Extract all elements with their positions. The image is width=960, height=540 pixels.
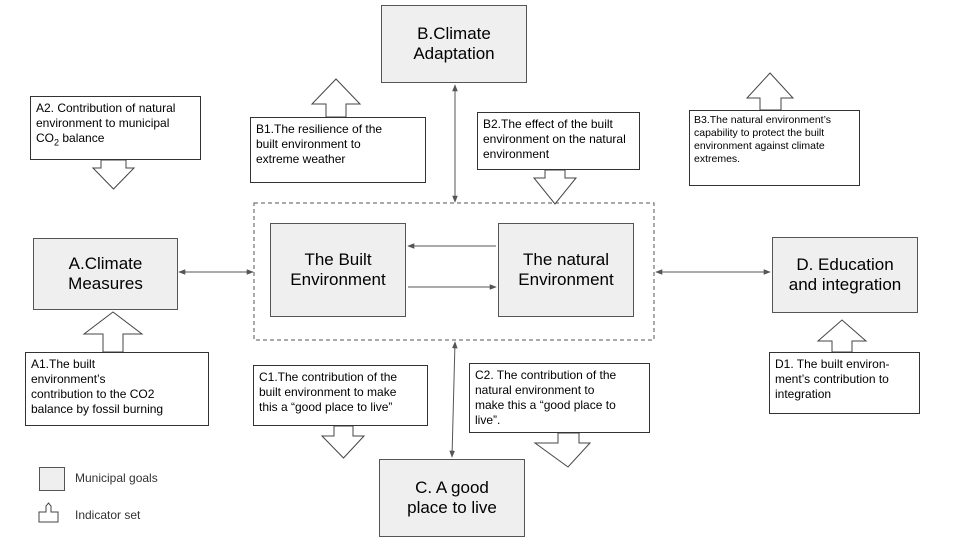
indicator-b3-text: B3.The natural environment’s capability …: [694, 114, 831, 165]
goal-b-climate-adaptation: B.Climate Adaptation: [381, 5, 527, 83]
goal-c-good-place-to-live: C. A good place to live: [379, 459, 525, 537]
indicator-c2: C2. The contribution of the natural envi…: [469, 363, 650, 433]
indicator-b1-text: B1.The resilience of the built environme…: [256, 122, 383, 166]
connector-group-to-c: [449, 341, 458, 458]
block-arrow-a1-up: [82, 311, 144, 353]
block-arrow-b1-up: [310, 78, 362, 118]
indicator-b1: B1.The resilience of the built environme…: [250, 117, 426, 183]
block-arrow-d1-up: [816, 319, 868, 353]
indicator-c2-text: C2. The contribution of the natural envi…: [475, 368, 617, 427]
legend-goals-label: Municipal goals: [75, 471, 158, 485]
goal-a-label: A.Climate Measures: [68, 254, 143, 293]
indicator-a2-text: A2. Contribution of natural environment …: [36, 101, 176, 148]
natural-environment-box: The natural Environment: [498, 223, 634, 317]
indicator-d1: D1. The built environ- ment’s contributi…: [769, 352, 920, 414]
indicator-a2: A2. Contribution of natural environment …: [30, 96, 201, 160]
legend-indicators-label: Indicator set: [75, 508, 141, 522]
built-environment-box: The Built Environment: [270, 223, 406, 317]
subscript-2: 2: [54, 137, 60, 148]
goal-d-label: D. Education and integration: [788, 255, 902, 294]
indicator-a1-text: A1.The built environment’s contribution …: [31, 357, 164, 416]
natural-environment-label: The natural Environment: [518, 250, 614, 289]
block-arrow-b2-down: [532, 169, 578, 205]
indicator-c1-text: C1.The contribution of the built environ…: [259, 370, 398, 414]
goal-a-climate-measures: A.Climate Measures: [33, 238, 178, 310]
built-environment-label: The Built Environment: [290, 250, 386, 289]
indicator-b2-text: B2.The effect of the built environment o…: [483, 117, 626, 161]
goal-c-label: C. A good place to live: [407, 478, 497, 517]
goal-d-education-integration: D. Education and integration: [772, 237, 918, 313]
block-arrow-a2-down: [91, 159, 136, 190]
indicator-b3: B3.The natural environment’s capability …: [689, 110, 860, 186]
goal-b-label: B.Climate Adaptation: [413, 24, 495, 63]
indicator-a1: A1.The built environment’s contribution …: [25, 352, 209, 426]
environment-group-dashed: [253, 202, 655, 341]
block-arrow-b3-up: [745, 72, 795, 111]
block-arrow-c1-down: [320, 425, 366, 459]
indicator-c1: C1.The contribution of the built environ…: [253, 365, 428, 426]
indicator-b2: B2.The effect of the built environment o…: [477, 112, 640, 170]
legend-indicator-icon: [38, 502, 59, 523]
legend-goal-swatch: [39, 467, 65, 491]
indicator-d1-text: D1. The built environ- ment’s contributi…: [775, 357, 890, 401]
block-arrow-c2-down: [533, 432, 592, 468]
